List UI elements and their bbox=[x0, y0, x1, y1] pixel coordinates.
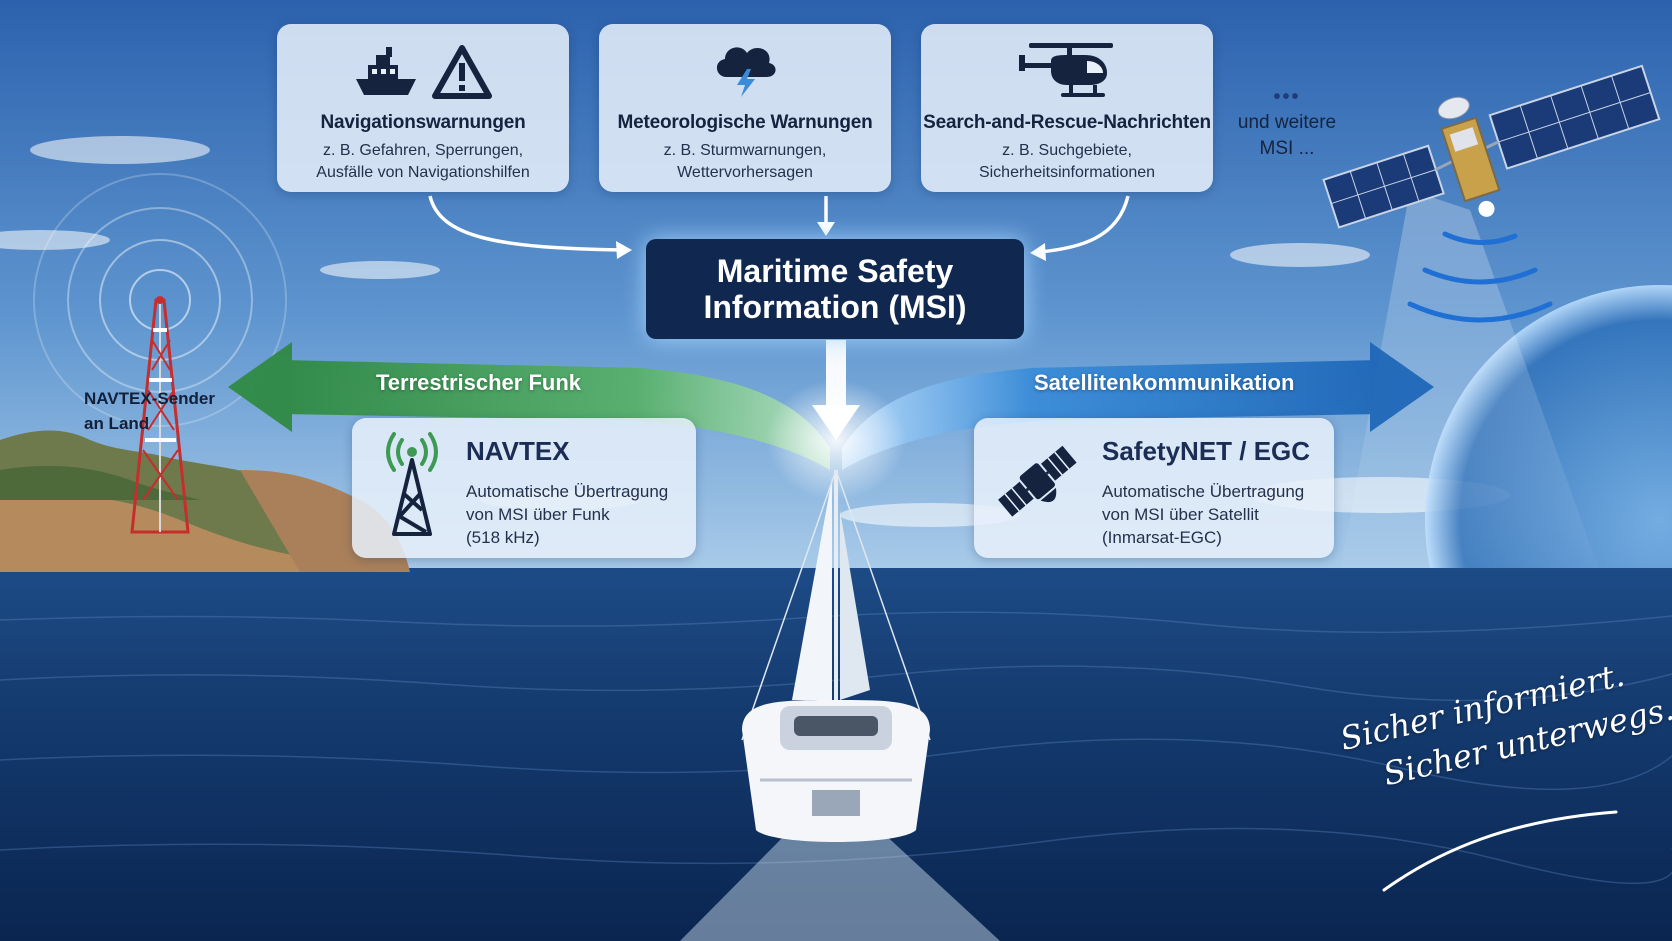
safetynet-title: SafetyNET / EGC bbox=[1102, 436, 1311, 466]
safetynet-card: SafetyNET / EGC Automatische Übertragung… bbox=[974, 418, 1334, 558]
source-title: Search-and-Rescue-Nachrichten bbox=[923, 112, 1211, 133]
slogan-swoosh bbox=[1382, 810, 1618, 892]
msi-title-line: Maritime Safety bbox=[716, 253, 954, 289]
safetynet-desc-line: von MSI über Satellit bbox=[1102, 505, 1259, 524]
more-line: MSI ... bbox=[1259, 138, 1315, 159]
source-desc-line: z. B. Gefahren, Sperrungen, bbox=[322, 142, 524, 159]
source-desc-line: z. B. Suchgebiete, bbox=[1002, 142, 1132, 159]
source-description: z. B. Gefahren, Sperrungen, Ausfälle von… bbox=[277, 140, 569, 184]
sailboat-illustration bbox=[741, 469, 931, 842]
safetynet-desc-line: (Inmarsat-EGC) bbox=[1102, 528, 1222, 547]
navtex-tower-illustration bbox=[130, 296, 190, 534]
ship-icon bbox=[354, 47, 418, 104]
tower-label-line: an Land bbox=[84, 414, 150, 433]
helicopter-icon bbox=[1019, 39, 1115, 104]
navtex-desc-line: von MSI über Funk bbox=[466, 505, 610, 524]
satellite-path-label: Satellitenkommunikation bbox=[1034, 370, 1295, 395]
more-line: und weitere bbox=[1237, 112, 1337, 133]
source-description: z. B. Suchgebiete, Sicherheitsinformatio… bbox=[921, 140, 1213, 184]
source-card-navigation-warnings: Navigationswarnungen z. B. Gefahren, Spe… bbox=[277, 24, 569, 192]
navtex-description: Automatische Übertragung von MSI über Fu… bbox=[466, 480, 668, 549]
warning-triangle-icon bbox=[432, 45, 492, 104]
radio-tower-icon bbox=[382, 432, 442, 543]
navtex-desc-line: Automatische Übertragung bbox=[466, 482, 669, 501]
navtex-title: NAVTEX bbox=[466, 436, 570, 466]
storm-cloud-icon bbox=[711, 39, 779, 104]
tower-label-line: NAVTEX-Sender bbox=[84, 389, 215, 408]
source-title: Navigationswarnungen bbox=[320, 112, 526, 133]
satellite-illustration bbox=[1322, 64, 1661, 229]
terrestrial-path-label: Terrestrischer Funk bbox=[376, 370, 582, 395]
satellite-icon bbox=[992, 434, 1084, 535]
terrestrial-arrow bbox=[228, 342, 830, 470]
satellite-arrow bbox=[842, 342, 1434, 470]
safetynet-desc-line: Automatische Übertragung bbox=[1102, 482, 1305, 501]
source-desc-line: z. B. Sturmwarnungen, bbox=[663, 142, 827, 159]
msi-title-line: Information (MSI) bbox=[703, 289, 967, 325]
source-desc-line: Wettervorhersagen bbox=[677, 164, 813, 181]
source-title: Meteorologische Warnungen bbox=[617, 112, 873, 133]
more-dots: ••• bbox=[1273, 86, 1301, 108]
more-msi-note: ••• und weitere MSI ... bbox=[1222, 86, 1352, 161]
source-card-sar-messages: Search-and-Rescue-Nachrichten z. B. Such… bbox=[921, 24, 1213, 192]
source-card-weather-warnings: Meteorologische Warnungen z. B. Sturmwar… bbox=[599, 24, 891, 192]
source-description: z. B. Sturmwarnungen, Wettervorhersagen bbox=[599, 140, 891, 184]
msi-central-box: Maritime Safety Information (MSI) bbox=[646, 239, 1024, 339]
navtex-desc-line: (518 kHz) bbox=[466, 528, 540, 547]
safetynet-description: Automatische Übertragung von MSI über Sa… bbox=[1102, 480, 1304, 549]
source-desc-line: Sicherheitsinformationen bbox=[978, 164, 1156, 181]
navtex-card: NAVTEX Automatische Übertragung von MSI … bbox=[352, 418, 696, 558]
source-desc-line: Ausfälle von Navigationshilfen bbox=[316, 164, 530, 181]
navtex-transmitter-label: NAVTEX-Sender an Land bbox=[84, 386, 215, 436]
